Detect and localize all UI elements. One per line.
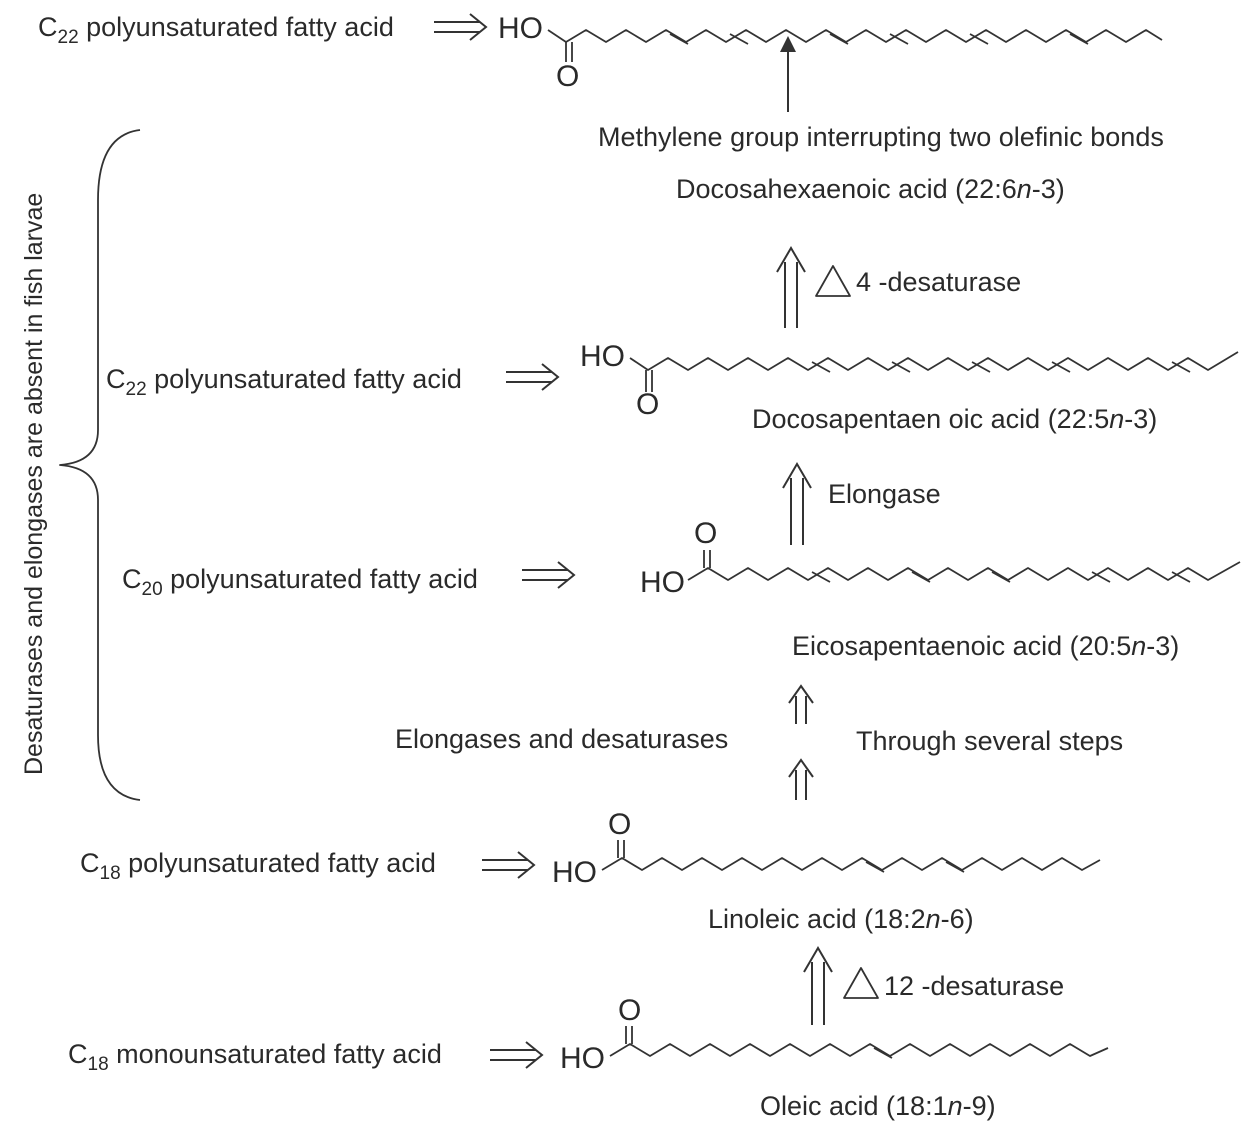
step-arrow-lower xyxy=(788,758,814,800)
step-arrow-delta12 xyxy=(803,946,833,1025)
elong-desat-label: Elongases and desaturases xyxy=(395,724,728,754)
dha-name: Docosahexaenoic acid (22:6n-3) xyxy=(676,174,1065,204)
svg-text:O: O xyxy=(608,808,631,841)
several-steps-label: Through several steps xyxy=(856,726,1123,756)
class-label-c22: C22 polyunsaturated fatty acid xyxy=(106,364,462,400)
oleic-structure: HO O xyxy=(560,994,1109,1075)
implies-arrow xyxy=(482,851,536,879)
epa-name: Eicosapentaenoic acid (20:5n-3) xyxy=(792,631,1179,661)
step-arrow-delta4 xyxy=(776,246,806,328)
linoleic-name: Linoleic acid (18:2n-6) xyxy=(708,904,974,934)
class-label-c22-top: C22 polyunsaturated fatty acid xyxy=(38,12,394,48)
implies-arrow xyxy=(490,1041,544,1069)
implies-arrow xyxy=(506,363,560,391)
side-brace xyxy=(59,129,141,801)
side-label: Desaturases and elongases are absent in … xyxy=(20,193,48,775)
delta-icon xyxy=(815,265,851,297)
epa-structure: HO O xyxy=(640,517,1241,599)
svg-text:O: O xyxy=(636,388,659,421)
svg-text:HO: HO xyxy=(560,1042,605,1075)
svg-text:HO: HO xyxy=(498,12,543,45)
class-label-c20: C20 polyunsaturated fatty acid xyxy=(122,564,478,600)
svg-text:O: O xyxy=(618,994,641,1027)
class-label-c18-mufa: C18 monounsaturated fatty acid xyxy=(68,1039,442,1075)
oleic-name: Oleic acid (18:1n-9) xyxy=(760,1091,996,1121)
delta12-label: 12 -desaturase xyxy=(884,971,1064,1001)
delta-icon xyxy=(843,967,879,999)
implies-arrow xyxy=(522,561,576,589)
svg-text:HO: HO xyxy=(552,856,597,889)
dha-structure: HO O xyxy=(498,12,1163,93)
svg-text:O: O xyxy=(556,60,579,93)
elongase-label: Elongase xyxy=(828,479,941,509)
step-arrow-elongase xyxy=(782,462,812,545)
dpa-name: Docosapentaen oic acid (22:5n-3) xyxy=(752,404,1157,434)
svg-text:O: O xyxy=(694,517,717,550)
implies-arrow xyxy=(434,13,488,41)
svg-text:HO: HO xyxy=(580,340,625,373)
delta4-label: 4 -desaturase xyxy=(856,267,1021,297)
svg-text:HO: HO xyxy=(640,566,685,599)
dpa-structure: HO O xyxy=(580,340,1239,421)
step-arrow-upper xyxy=(788,684,814,724)
linoleic-structure: HO O xyxy=(552,808,1101,889)
methylene-annotation: Methylene group interrupting two olefini… xyxy=(598,122,1164,152)
class-label-c18-pufa: C18 polyunsaturated fatty acid xyxy=(80,848,436,884)
